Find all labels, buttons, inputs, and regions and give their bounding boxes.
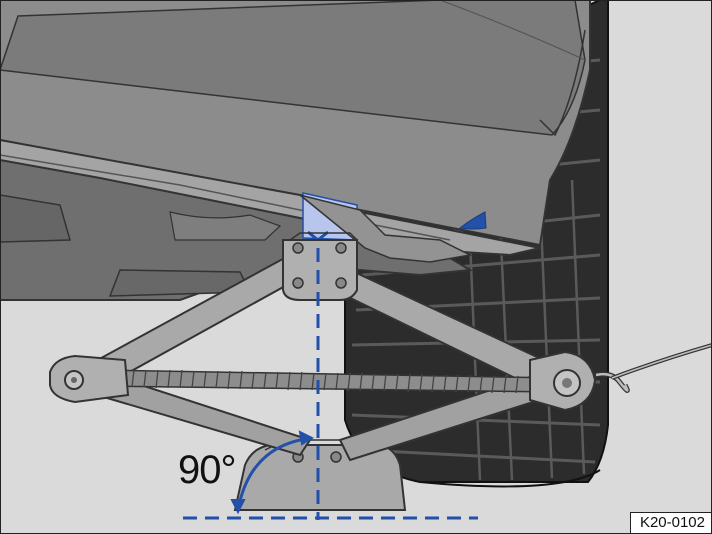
reference-code: K20-0102 (630, 512, 711, 533)
angle-label: 90° (178, 448, 236, 492)
